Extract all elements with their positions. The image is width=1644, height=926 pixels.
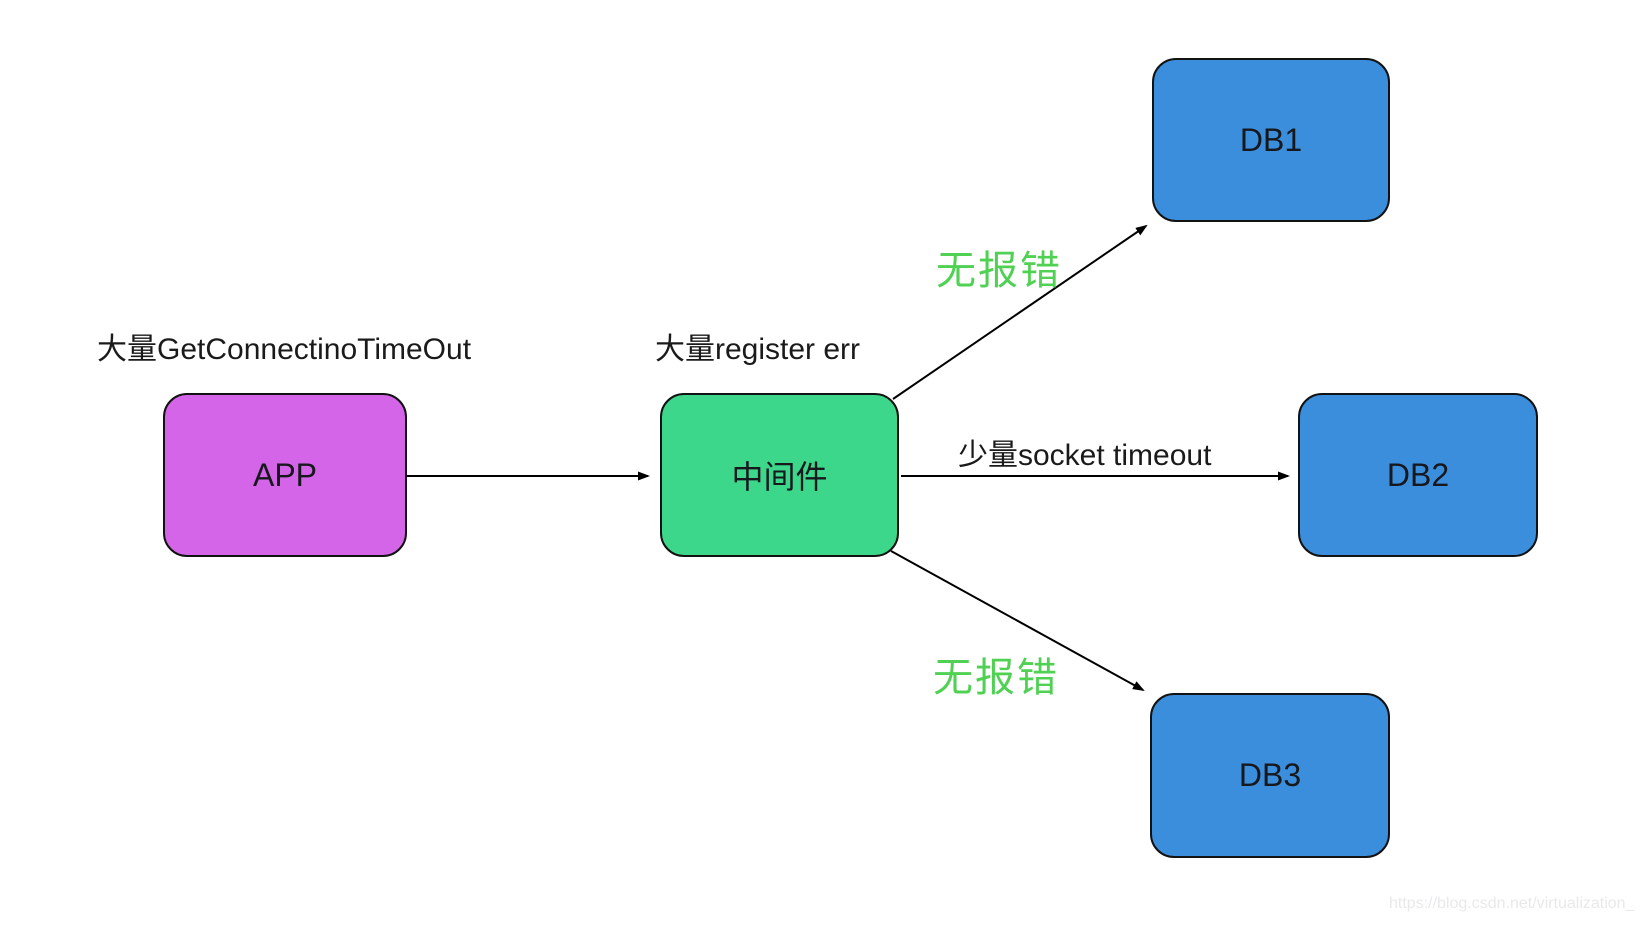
csdn-watermark: https://blog.csdn.net/virtualization_	[1389, 895, 1635, 912]
node-db2-label: DB2	[1386, 456, 1450, 493]
label-no-error-db3: 无报错	[933, 656, 1059, 700]
label-socket-timeout-db2: 少量socket timeout	[958, 439, 1212, 472]
node-db2: DB2	[1298, 393, 1538, 557]
node-middleware-label: 中间件	[731, 459, 828, 495]
node-app: APP	[163, 393, 407, 557]
node-db1-label: DB1	[1239, 121, 1303, 158]
label-app-issue: 大量GetConnectinoTimeOut	[97, 333, 472, 366]
node-db1: DB1	[1152, 58, 1390, 222]
edge-middleware-to-db3	[890, 550, 1145, 691]
node-app-label: APP	[252, 456, 318, 493]
node-db3-label: DB3	[1238, 757, 1302, 793]
node-middleware: 中间件	[660, 393, 899, 557]
edge-middleware-to-db1	[892, 224, 1148, 400]
node-db3: DB3	[1150, 693, 1390, 858]
label-middleware-issue: 大量register err	[655, 333, 861, 366]
label-no-error-db1: 无报错	[936, 249, 1062, 293]
